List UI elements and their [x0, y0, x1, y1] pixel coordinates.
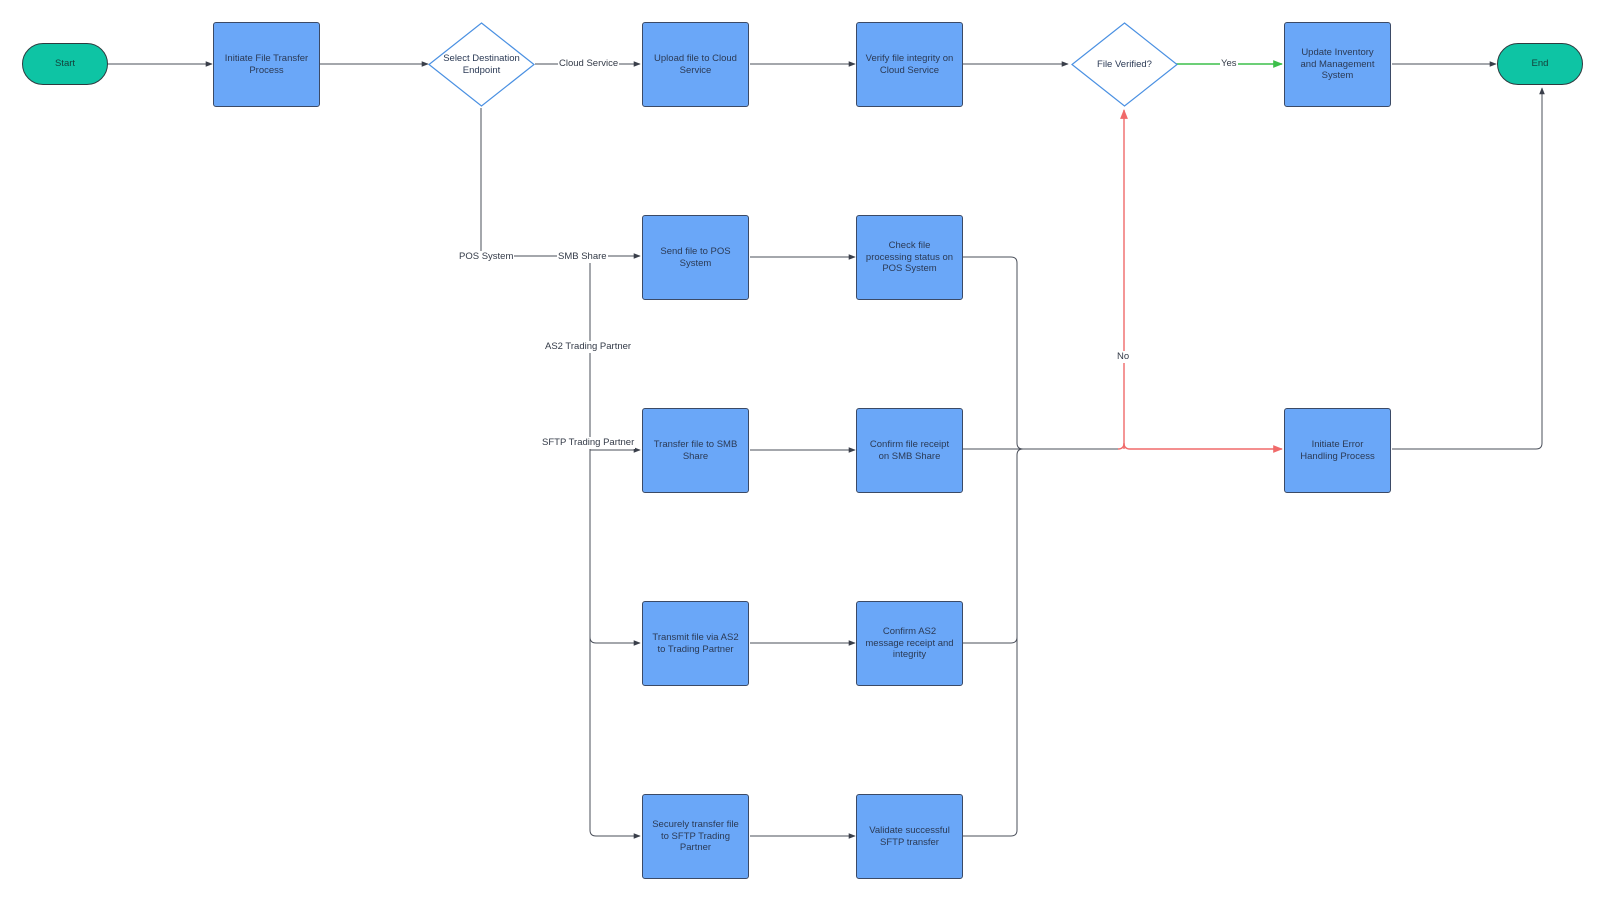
verify-cloud-node[interactable]: Verify file integrity on Cloud Service	[856, 22, 963, 107]
confirm-as2-label: Confirm AS2 message receipt and integrit…	[865, 626, 954, 661]
confirm-smb-label: Confirm file receipt on SMB Share	[869, 439, 950, 462]
check-pos-label: Check file processing status on POS Syst…	[865, 240, 954, 275]
error-handling-node[interactable]: Initiate Error Handling Process	[1284, 408, 1391, 493]
check-pos-node[interactable]: Check file processing status on POS Syst…	[856, 215, 963, 300]
file-verified-label: File Verified?	[1097, 58, 1152, 70]
edge-merge-top	[963, 256, 1118, 450]
edge-label-cloud-service: Cloud Service	[558, 58, 620, 70]
validate-sftp-node[interactable]: Validate successful SFTP transfer	[856, 794, 963, 879]
end-label: End	[1531, 58, 1549, 70]
edge-merge-sftp	[963, 455, 1018, 837]
initiate-transfer-node[interactable]: Initiate File Transfer Process	[213, 22, 320, 107]
file-verified-node[interactable]: File Verified?	[1071, 22, 1178, 107]
send-pos-label: Send file to POS System	[660, 246, 731, 269]
verify-cloud-label: Verify file integrity on Cloud Service	[865, 53, 954, 76]
update-inventory-label: Update Inventory and Management System	[1300, 47, 1375, 82]
edge-error-end	[1392, 87, 1545, 450]
transmit-as2-node[interactable]: Transmit file via AS2 to Trading Partner	[642, 601, 749, 686]
edge-merge-as2	[963, 448, 1024, 644]
edge-label-as2-trading-partner: AS2 Trading Partner	[544, 341, 633, 353]
edge-branch-as2	[589, 636, 641, 646]
edge-label-no: No	[1116, 351, 1131, 363]
end-node[interactable]: End	[1497, 43, 1583, 85]
edge-label-sftp-trading-partner: SFTP Trading Partner	[541, 437, 636, 449]
update-inventory-node[interactable]: Update Inventory and Management System	[1284, 22, 1391, 107]
select-destination-node[interactable]: Select Destination Endpoint	[428, 22, 535, 107]
edge-label-smb-share: SMB Share	[557, 251, 608, 263]
transfer-smb-label: Transfer file to SMB Share	[653, 439, 738, 462]
confirm-as2-node[interactable]: Confirm AS2 message receipt and integrit…	[856, 601, 963, 686]
initiate-transfer-label: Initiate File Transfer Process	[224, 53, 309, 76]
validate-sftp-label: Validate successful SFTP transfer	[869, 825, 950, 848]
edge-select-down	[480, 108, 641, 259]
send-pos-node[interactable]: Send file to POS System	[642, 215, 749, 300]
error-handling-label: Initiate Error Handling Process	[1300, 439, 1375, 462]
start-node[interactable]: Start	[22, 43, 108, 85]
edge-label-pos-system: POS System	[458, 251, 515, 263]
edge-label-yes: Yes	[1220, 58, 1238, 70]
secure-sftp-node[interactable]: Securely transfer file to SFTP Trading P…	[642, 794, 749, 879]
decision-diamond-shape	[428, 22, 535, 107]
upload-cloud-label: Upload file to Cloud Service	[654, 53, 737, 76]
start-label: Start	[54, 58, 76, 70]
decision-diamond-shape	[1071, 22, 1178, 107]
edge-no-right	[1117, 443, 1282, 449]
select-destination-label: Select Destination Endpoint	[443, 53, 520, 76]
secure-sftp-label: Securely transfer file to SFTP Trading P…	[652, 819, 739, 854]
confirm-smb-node[interactable]: Confirm file receipt on SMB Share	[856, 408, 963, 493]
upload-cloud-node[interactable]: Upload file to Cloud Service	[642, 22, 749, 107]
transfer-smb-node[interactable]: Transfer file to SMB Share	[642, 408, 749, 493]
transmit-as2-label: Transmit file via AS2 to Trading Partner	[652, 632, 739, 655]
